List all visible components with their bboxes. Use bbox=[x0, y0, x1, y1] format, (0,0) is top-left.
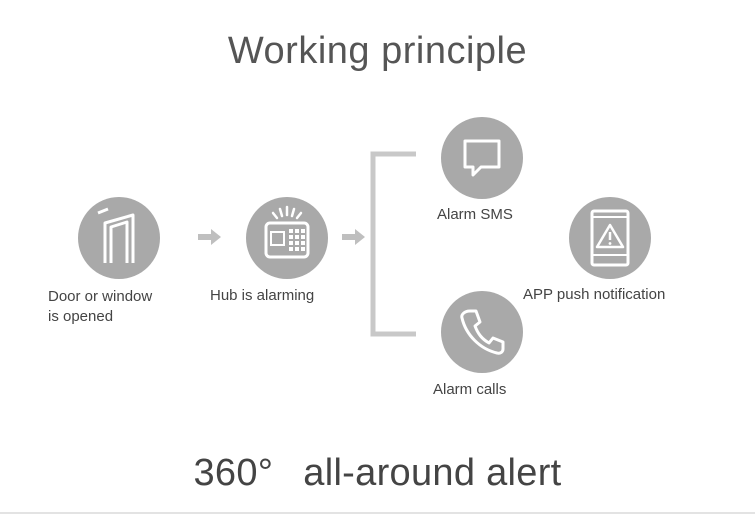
sms-circle bbox=[441, 117, 523, 199]
calls-circle bbox=[441, 291, 523, 373]
branch-bracket bbox=[370, 151, 416, 337]
arrow-right-icon bbox=[342, 229, 365, 245]
page-title: Working principle bbox=[227, 30, 528, 72]
phone-warning-icon bbox=[590, 209, 630, 267]
app-circle bbox=[569, 197, 651, 279]
phone-handset-icon bbox=[460, 309, 505, 355]
hub-label: Hub is alarming bbox=[210, 287, 315, 304]
tagline: 360° all-around alert bbox=[0, 452, 755, 495]
sms-label: Alarm SMS bbox=[437, 206, 513, 223]
door-label-line1: Door or window bbox=[48, 288, 153, 305]
bottom-divider bbox=[0, 512, 755, 514]
door-circle bbox=[78, 197, 160, 279]
calls-label: Alarm calls bbox=[433, 381, 507, 398]
door-label-line2: is opened bbox=[48, 308, 114, 325]
alarm-hub-icon bbox=[264, 205, 310, 259]
chat-bubble-icon bbox=[463, 139, 501, 177]
hub-circle bbox=[246, 197, 328, 279]
app-label: APP push notification bbox=[523, 286, 666, 303]
door-label: Door or window is opened bbox=[48, 287, 152, 327]
door-frame-icon bbox=[97, 207, 135, 263]
arrow-right-icon bbox=[198, 229, 221, 245]
tagline-text: all-around alert bbox=[303, 452, 562, 494]
tagline-number: 360° bbox=[193, 452, 274, 494]
